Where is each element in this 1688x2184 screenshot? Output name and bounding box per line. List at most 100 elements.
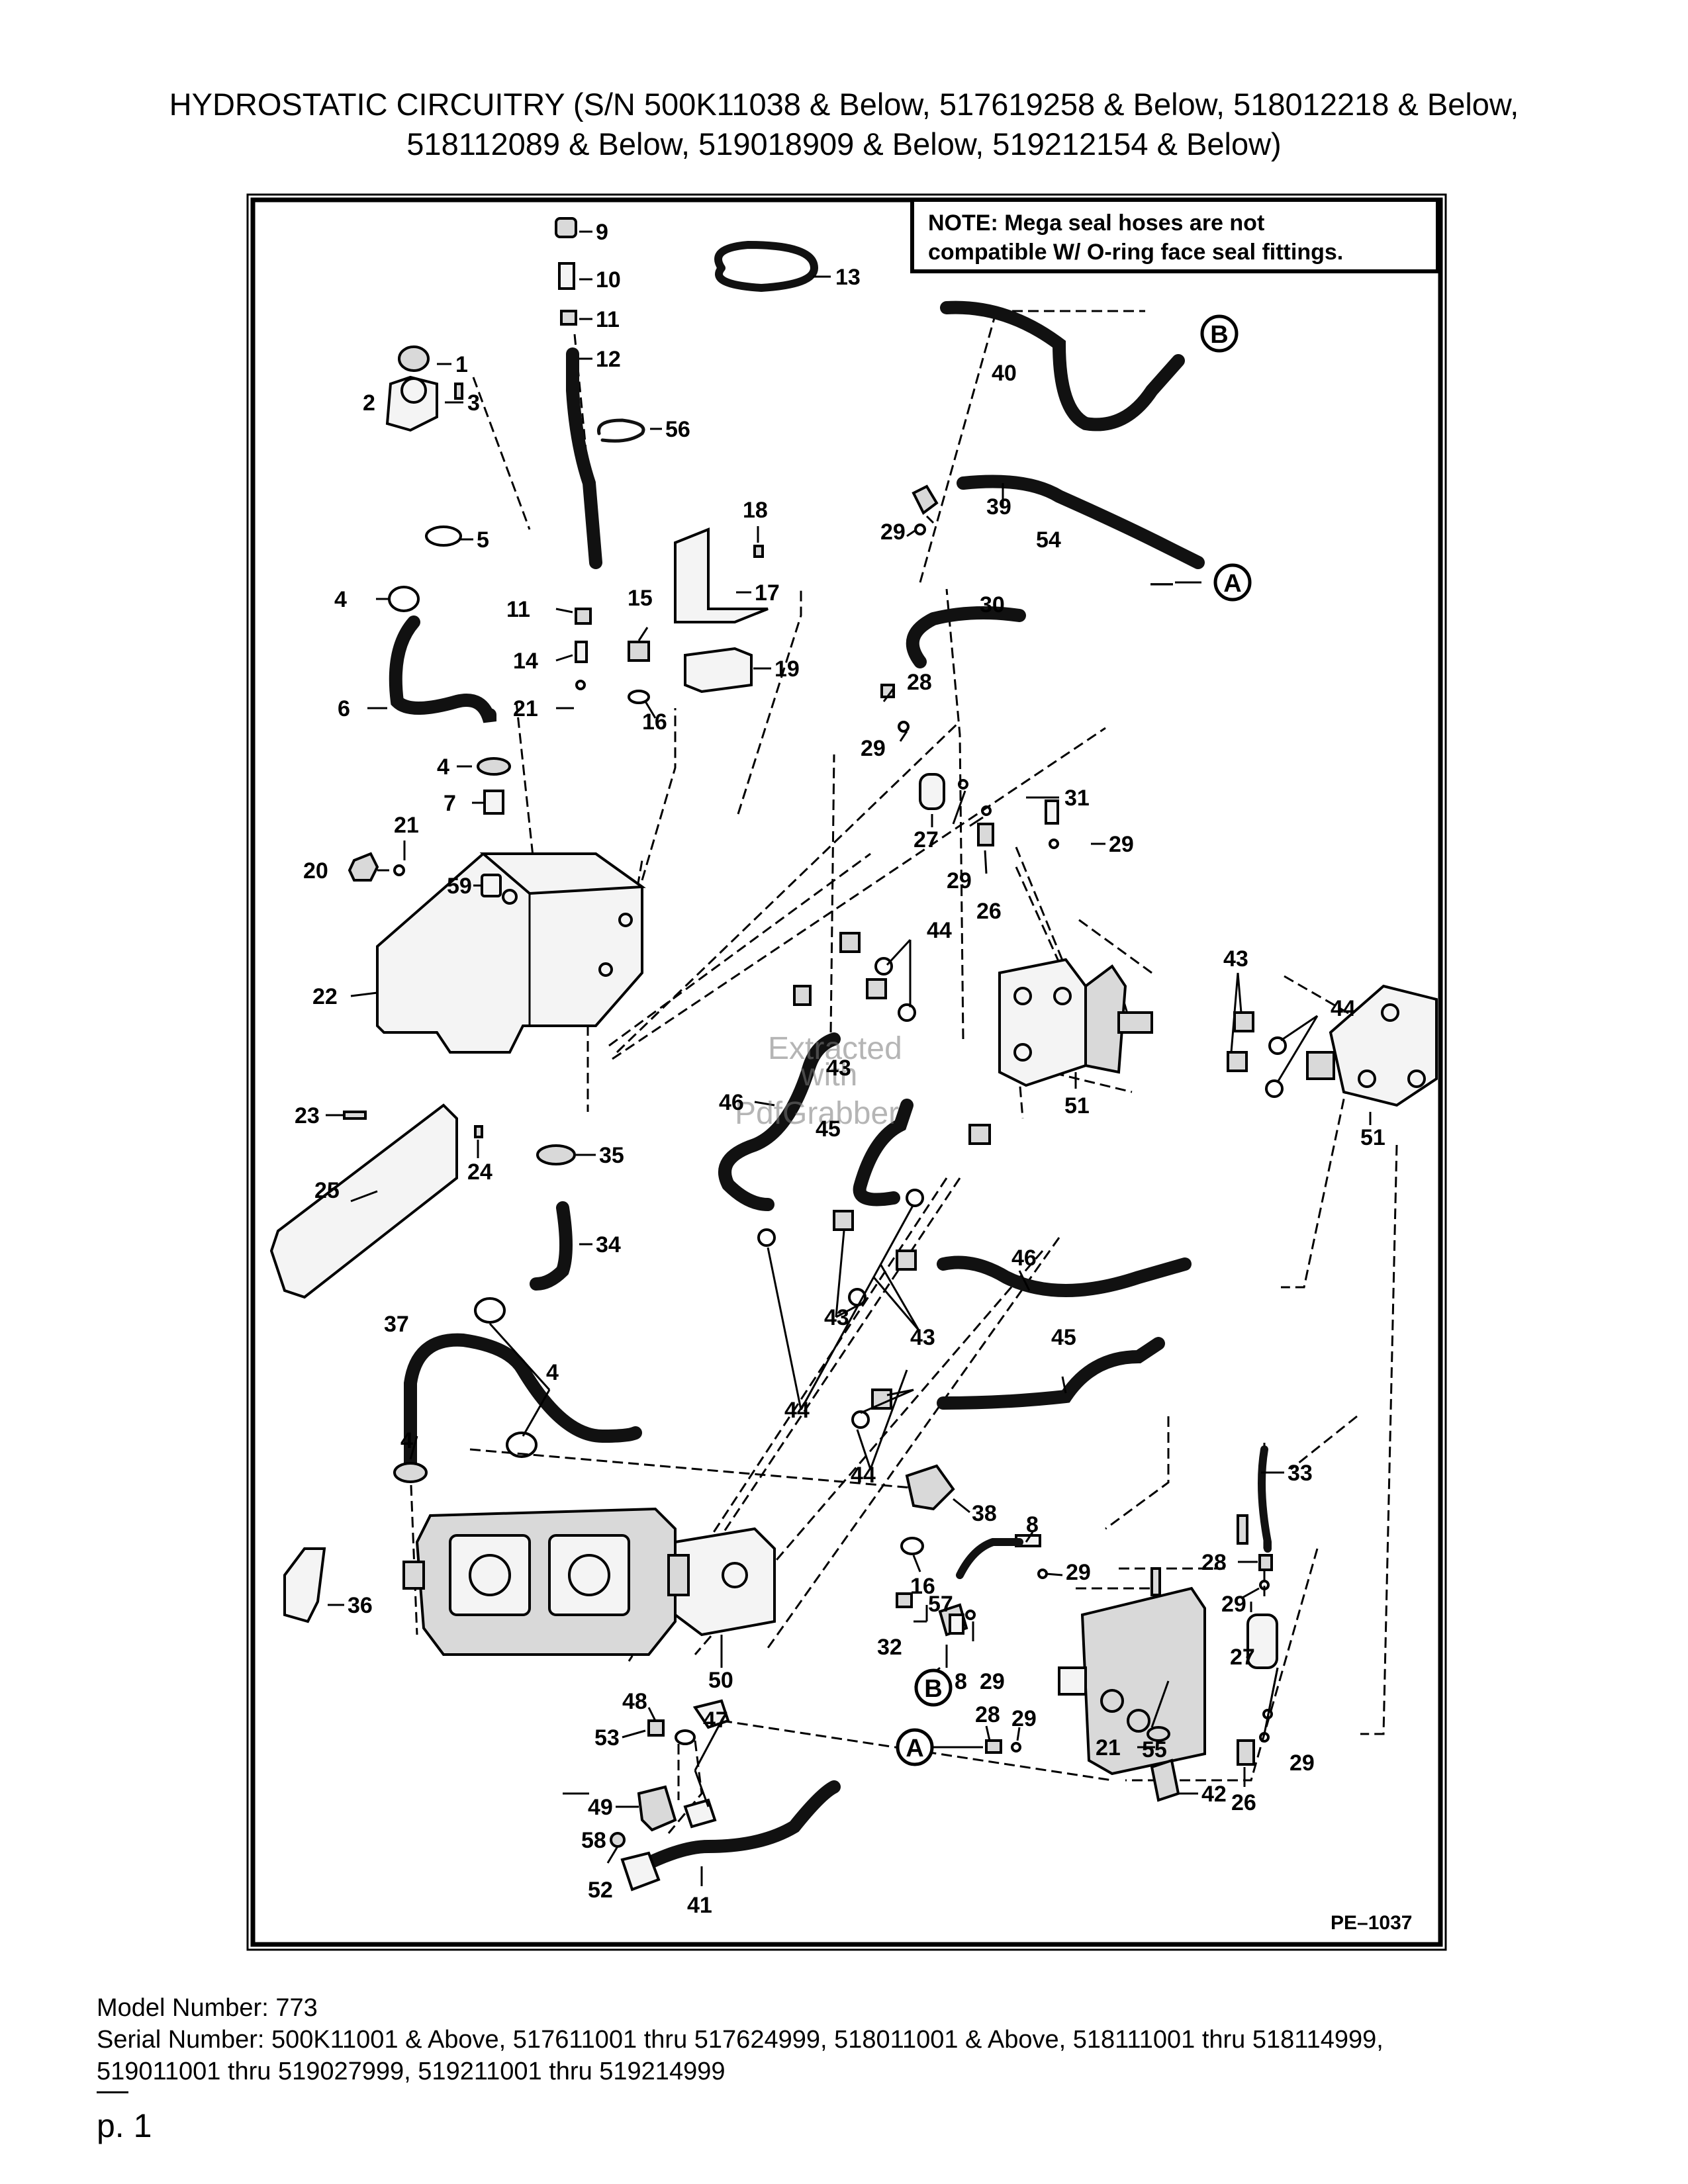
callout-28b: 28 (1201, 1550, 1227, 1575)
pad-19 (684, 647, 753, 694)
callout-26b: 26 (1231, 1790, 1256, 1815)
fitting-32 (896, 1592, 913, 1608)
note-box: NOTE: Mega seal hoses are not compatible… (910, 198, 1440, 273)
bracket-17 (674, 527, 769, 623)
callout-23: 23 (295, 1103, 320, 1128)
callout-31: 31 (1064, 786, 1090, 811)
callout-54: 54 (1036, 527, 1061, 553)
callout-51a: 51 (1064, 1093, 1090, 1118)
clamp-4b (477, 757, 511, 776)
parts (269, 217, 1438, 1891)
hose-56 (596, 418, 645, 443)
bolt-23 (343, 1111, 367, 1120)
hose-41 (635, 1780, 841, 1873)
nut-11a (560, 310, 577, 326)
callout-55: 55 (1142, 1737, 1167, 1762)
hydrostatic-circuit-diagram: NOTE: Mega seal hoses are not compatible… (246, 193, 1447, 1951)
callout-43b: 43 (826, 1056, 851, 1081)
callout-21b: 21 (394, 813, 419, 838)
fitting-43e (793, 985, 812, 1006)
callout-17: 17 (755, 580, 780, 606)
callout-56: 56 (665, 417, 690, 442)
callout-14: 14 (513, 649, 538, 674)
connector-b-bottom (914, 1668, 953, 1707)
drawing-code: PE–1037 (1331, 1912, 1412, 1934)
clamp-4d (506, 1432, 538, 1458)
callout-29d: 29 (1109, 832, 1134, 857)
callout-29g: 29 (1066, 1560, 1091, 1585)
fitting-7 (483, 790, 504, 815)
breather-59 (481, 874, 502, 897)
svg-text:PdfGrabber: PdfGrabber (735, 1096, 899, 1131)
callout-59: 59 (447, 874, 472, 899)
fitting-26b (1237, 1739, 1255, 1766)
fitting-43d (866, 978, 887, 999)
bolt-24 (474, 1125, 483, 1138)
connector-markers: B A B A (896, 314, 1252, 1766)
callout-26a: 26 (976, 899, 1002, 924)
callout-29h: 29 (980, 1669, 1005, 1694)
callout-21c: 21 (1096, 1735, 1121, 1760)
connector-a-top-label: A (1223, 570, 1241, 598)
connector-b-top (1200, 314, 1239, 353)
callout-27b: 27 (1230, 1645, 1255, 1670)
clamp-4e (393, 1462, 428, 1483)
callout-4a: 4 (334, 587, 347, 612)
filler-neck (385, 375, 438, 432)
hose-34 (530, 1201, 573, 1291)
callout-38: 38 (972, 1501, 997, 1526)
callout-3: 3 (467, 390, 480, 416)
callout-28c: 28 (975, 1702, 1000, 1727)
shield-25 (269, 1103, 458, 1299)
callout-41: 41 (687, 1893, 712, 1918)
hoses (389, 240, 1272, 1873)
screw-18 (753, 545, 764, 558)
callout-27a: 27 (914, 827, 939, 852)
callout-39: 39 (986, 494, 1011, 520)
callout-48: 48 (622, 1689, 647, 1714)
callout-44a: 44 (927, 918, 952, 943)
callout-18: 18 (743, 498, 768, 523)
callout-16b: 16 (910, 1574, 935, 1599)
nut-15 (628, 641, 650, 662)
connector-b-bottom-label: B (924, 1675, 942, 1703)
drive-motor-51b (1306, 984, 1438, 1107)
diagram-frame (246, 193, 1447, 1951)
callout-32: 32 (877, 1635, 902, 1660)
fitting-31 (1045, 799, 1059, 825)
breather-cap (398, 345, 430, 372)
fitting-49 (637, 1785, 677, 1832)
elbow-39 (912, 484, 939, 516)
elbow-38 (905, 1464, 955, 1511)
filter-27b (1246, 1614, 1278, 1669)
callout-33: 33 (1288, 1461, 1313, 1486)
callout-43c: 43 (824, 1305, 849, 1330)
hose-54 (957, 475, 1205, 569)
callout-28a: 28 (907, 670, 932, 695)
fitting-14 (575, 641, 588, 663)
connector-a-bottom-label: A (906, 1735, 923, 1762)
callout-6: 6 (338, 696, 350, 721)
callout-30: 30 (980, 592, 1005, 617)
fitting-43b (1227, 1051, 1248, 1072)
hose-40 (940, 300, 1185, 432)
callout-21a: 21 (513, 696, 538, 721)
callout-4b: 4 (437, 754, 449, 780)
callout-34: 34 (596, 1232, 621, 1257)
callout-29e: 29 (1221, 1592, 1246, 1617)
callout-49: 49 (588, 1795, 613, 1820)
part-callouts: 9 10 11 12 13 1 2 3 56 5 4 6 11 14 21 15… (295, 220, 1385, 1918)
hose-6 (389, 615, 496, 723)
callout-10: 10 (596, 267, 621, 293)
callout-42: 42 (1201, 1782, 1227, 1807)
cap-9 (555, 217, 577, 238)
page-title-line-1: HYDROSTATIC CIRCUITRY (S/N 500K11038 & B… (169, 87, 1519, 122)
clamp-4a (388, 586, 420, 612)
hose-30 (906, 606, 1026, 668)
screw-3 (454, 383, 463, 400)
svg-text:NOTE: Mega seal hoses are not: NOTE: Mega seal hoses are not (928, 210, 1264, 236)
callout-11b: 11 (506, 597, 530, 622)
hose-12 (566, 347, 602, 569)
callout-11: 11 (596, 307, 620, 332)
connector-a-top (1213, 563, 1252, 602)
